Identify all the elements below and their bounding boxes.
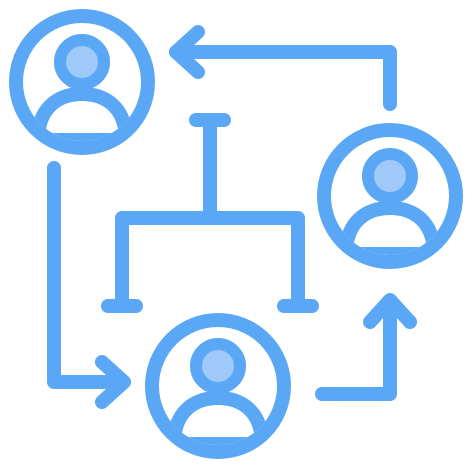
person-body-icon: [31, 87, 133, 141]
arrow-right-icon: [47, 161, 131, 409]
avatar-ring: [9, 9, 155, 155]
person-bottom: [145, 313, 291, 459]
person-right: [317, 123, 463, 269]
org-branch-icon: [101, 113, 319, 313]
arrow-left-icon: [169, 25, 397, 111]
avatar-ring: [145, 313, 291, 459]
person-body-icon: [339, 201, 441, 255]
avatar-ring: [317, 123, 463, 269]
arrow-up-icon: [315, 293, 417, 401]
person-top-left: [9, 9, 155, 155]
person-head-icon: [362, 148, 418, 204]
person-head-icon: [54, 34, 110, 90]
person-body-icon: [167, 391, 269, 445]
person-head-icon: [190, 338, 246, 394]
